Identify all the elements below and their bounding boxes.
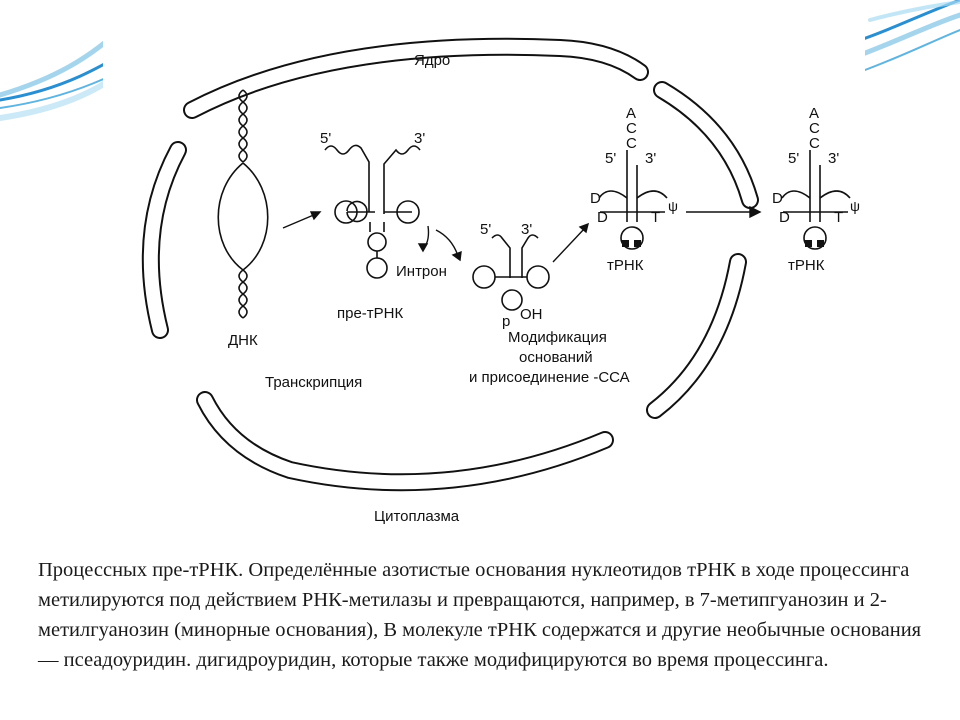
modification-line-2: оснований — [519, 349, 593, 366]
trna1-t-label: T — [651, 209, 660, 226]
transcription-label: Транскрипция — [265, 374, 362, 391]
nuclear-envelope-inner — [143, 39, 757, 490]
trna1-label: тРНК — [607, 257, 644, 274]
dna-label: ДНК — [228, 332, 258, 349]
mature-trna-1 — [598, 150, 668, 250]
trna2-cca-a: A — [809, 105, 819, 122]
pre-trna-label: пре-тРНК — [337, 305, 404, 322]
trna2-t-label: T — [834, 209, 843, 226]
cytoplasm-label: Цитоплазма — [374, 508, 460, 525]
trna1-3prime: 3' — [645, 150, 656, 167]
mature-trna-2 — [781, 150, 851, 250]
modification-line-1: Модификация — [508, 329, 607, 346]
modification-line-3: и присоединение -ССА — [469, 369, 630, 386]
trna1-cca-c1: C — [626, 120, 637, 137]
trna2-d-lower: D — [779, 209, 790, 226]
cut-trna-structure — [472, 234, 550, 311]
process-arrows — [282, 205, 762, 263]
cut-5prime: 5' — [480, 221, 491, 238]
trna2-3prime: 3' — [828, 150, 839, 167]
oh-label: OH — [520, 306, 543, 323]
caption-text: Процессных пре-тРНК. Определённые азотис… — [38, 559, 922, 671]
pre-trna-3prime: 3' — [414, 130, 425, 147]
intron-label: Интрон — [396, 263, 447, 280]
trna1-5prime: 5' — [605, 150, 616, 167]
trna1-d-upper: D — [590, 190, 601, 207]
dna-helix — [217, 89, 269, 319]
trna1-d-lower: D — [597, 209, 608, 226]
anticodon-block-2 — [805, 240, 824, 247]
trna2-cca-c1: C — [809, 120, 820, 137]
trna1-psi-label: ψ — [668, 198, 678, 214]
trna2-d-upper: D — [772, 190, 783, 207]
pre-trna-structure — [324, 144, 421, 279]
cut-3prime: 3' — [521, 221, 532, 238]
trna1-cca-c2: C — [626, 135, 637, 152]
phosphate-label: p — [502, 313, 510, 330]
diagram-canvas: Ядро ДНК Транскрипция Цитоплазма 5' 3' И… — [141, 37, 860, 525]
trna-processing-figure: Ядро ДНК Транскрипция Цитоплазма 5' 3' И… — [103, 5, 865, 530]
pre-trna-5prime: 5' — [320, 130, 331, 147]
anticodon-block-1 — [622, 240, 641, 247]
trna1-cca-a: A — [626, 105, 636, 122]
trna2-cca-c2: C — [809, 135, 820, 152]
nucleus-label: Ядро — [414, 52, 450, 69]
trna2-psi-label: ψ — [850, 198, 860, 214]
trna2-label: тРНК — [788, 257, 825, 274]
trna2-5prime: 5' — [788, 150, 799, 167]
